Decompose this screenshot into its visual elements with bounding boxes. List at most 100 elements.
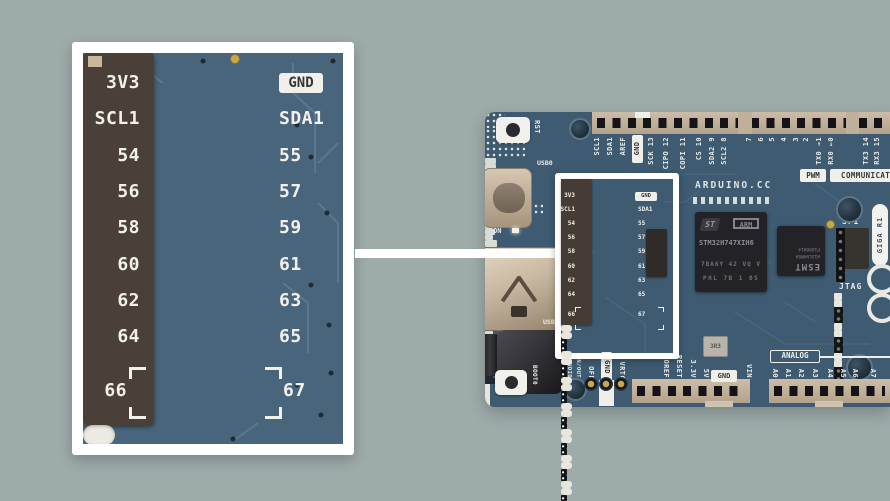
- header-socket: [561, 495, 567, 501]
- pin-label-61: 61: [279, 253, 302, 275]
- smd-component: [485, 158, 496, 164]
- panel-tab: [815, 401, 843, 407]
- header-socket: [561, 371, 567, 377]
- top-pin-label-7: 7: [745, 137, 753, 142]
- header-socket: [561, 443, 567, 449]
- on-label: ON: [493, 227, 502, 235]
- bracket-mark: [658, 325, 664, 330]
- smd-body: [88, 56, 102, 67]
- model-tag-text: GIGA R1: [876, 216, 884, 254]
- arm-logo: ARM: [733, 218, 759, 229]
- strip-gap: [738, 112, 752, 134]
- bottom-pin-label-a5: A5: [839, 368, 847, 378]
- header-socket: [561, 417, 567, 423]
- pin-label-61: 61: [638, 262, 646, 270]
- solder-pad: [561, 436, 572, 443]
- bottom-analog-pins: [774, 386, 885, 396]
- header-pin: [834, 337, 843, 345]
- pin-label-57: 57: [279, 180, 302, 202]
- solder-pad: [561, 462, 572, 469]
- usb-c-connector: [485, 168, 532, 228]
- section-label-analog: ANALOG: [770, 350, 820, 363]
- top-pin-label-cs-10: CS 10: [695, 137, 703, 161]
- boot-button-cap: [505, 376, 518, 389]
- solder-pad: [561, 410, 572, 417]
- pin-label-58: 58: [567, 248, 575, 256]
- top-pin-label-copi-11: COPI 11: [679, 137, 687, 170]
- pin-label-3v3: 3V3: [564, 192, 575, 199]
- top-pin-label-scl2-8: SCL2 8: [720, 137, 728, 165]
- bracket-mark: [575, 307, 581, 312]
- mcu-lot-code: 7BA6Y 42 VQ V: [701, 261, 761, 268]
- panel-tab: [705, 401, 733, 407]
- pin-label-56: 56: [567, 234, 575, 242]
- header-pin: [836, 228, 845, 237]
- smd-component: [485, 229, 495, 235]
- bracket-mark: [129, 407, 146, 419]
- pin-label-62: 62: [117, 289, 140, 311]
- header-socket: [561, 423, 567, 429]
- flash-lot-code: P1806014: [798, 246, 820, 251]
- section-label-communication: COMMUNICATION: [830, 169, 890, 182]
- audio-jack-barrel: [485, 334, 499, 376]
- pin-label-56: 56: [117, 180, 140, 202]
- header-socket: [561, 345, 567, 351]
- mounting-hole: [836, 196, 863, 223]
- top-pin-label-gnd: GND: [633, 141, 641, 156]
- reset-label: RST: [533, 120, 541, 134]
- pin-label-65: 65: [638, 290, 646, 298]
- bottom-power-strip: [632, 379, 750, 403]
- pin-label-64: 64: [117, 326, 140, 348]
- pin-label-57: 57: [638, 234, 646, 242]
- panel-tab: [635, 112, 650, 118]
- pin-label-sda1: SDA1: [638, 206, 653, 214]
- inductor-component: 3R3: [703, 336, 728, 357]
- top-pin-label-sda2-9: SDA2 9: [708, 137, 716, 165]
- smd-component: [485, 240, 497, 247]
- smd-component: [646, 229, 667, 277]
- flash-brand: ESMT: [794, 261, 820, 271]
- arduino-logo-icon: [867, 293, 890, 323]
- pin-label-67: 67: [283, 380, 306, 401]
- pin-label-scl1: SCL1: [94, 108, 140, 130]
- pin-label-66: 66: [104, 380, 127, 401]
- solder-pad: [834, 293, 842, 300]
- top-header-strip: [592, 112, 890, 134]
- solder-pad: [561, 488, 572, 495]
- pin-label-59: 59: [638, 248, 646, 256]
- section-label-jtag: JTAG: [839, 282, 863, 291]
- solder-pad: [561, 377, 572, 384]
- solder-pad: [561, 403, 572, 410]
- power-led: [512, 228, 519, 233]
- pin-label-59: 59: [279, 217, 302, 239]
- female-header: [561, 179, 592, 325]
- solder-pad: [561, 384, 572, 391]
- usb1-label: USB1: [543, 318, 559, 326]
- header-pin: [836, 273, 845, 282]
- solder-pad: [83, 425, 115, 444]
- solder-pad: [561, 429, 572, 436]
- female-header: [83, 53, 154, 425]
- pin-label-gnd: GND: [279, 73, 323, 93]
- gold-via: [826, 220, 835, 229]
- bottom-pin-label-3-3v: 3.3V: [688, 359, 697, 378]
- smd-component: [485, 235, 493, 240]
- solder-pad: [485, 400, 490, 407]
- boot-button: [495, 370, 527, 395]
- pin-label-sda1: SDA1: [279, 108, 325, 130]
- flash-chip: ESMT W13LN4M8A P1806014: [777, 226, 825, 276]
- top-pin-gnd-box: [632, 135, 643, 163]
- solder-pad: [485, 392, 490, 400]
- bottom-gnd-box: GND: [711, 370, 737, 382]
- bottom-analog-strip: [769, 379, 890, 403]
- model-tag: GIGA R1: [872, 204, 888, 266]
- solder-pad: [561, 332, 572, 339]
- reset-button-cap: [506, 123, 520, 137]
- pin-label-54: 54: [117, 144, 140, 166]
- solder-pad: [561, 455, 572, 462]
- header-pin: [836, 264, 845, 273]
- bottom-power-pins: [637, 386, 745, 396]
- pin-label-60: 60: [117, 253, 140, 275]
- bottom-pin-label-a4: A4: [826, 368, 834, 378]
